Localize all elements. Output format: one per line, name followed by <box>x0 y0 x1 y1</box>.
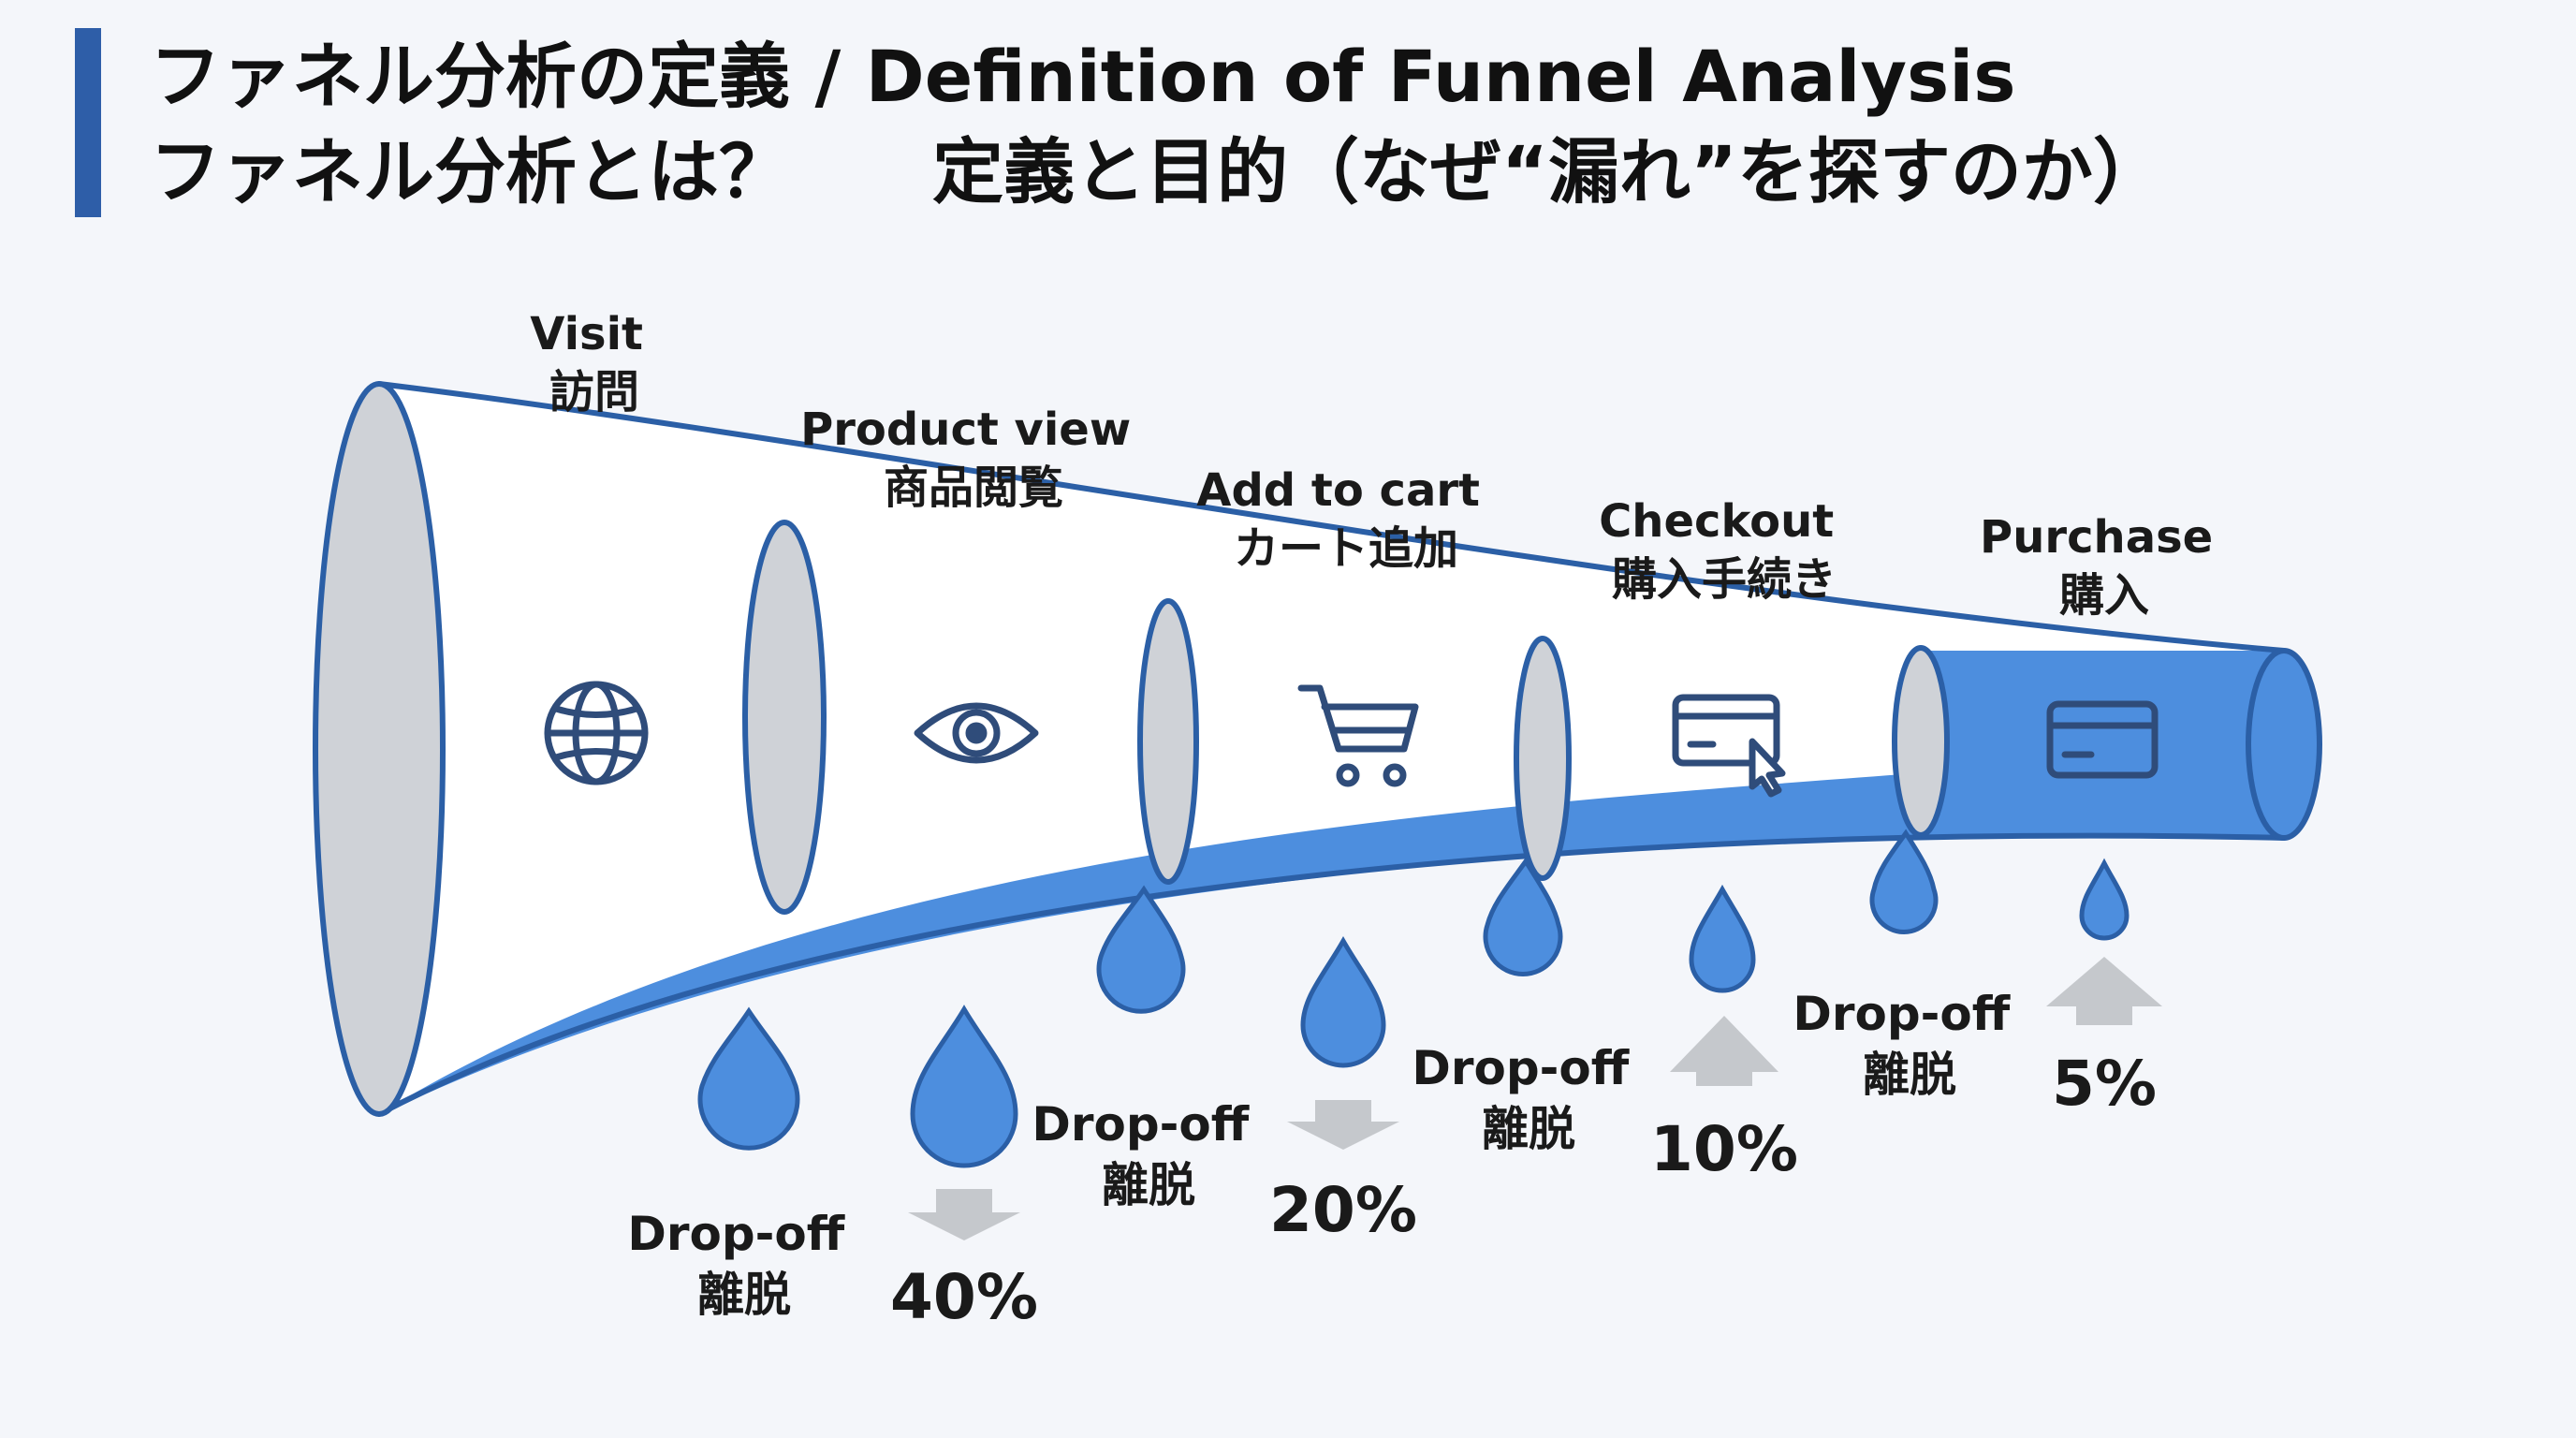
dropoff-3-label: Drop-off 離脱 <box>1412 1041 1645 1156</box>
down-arrow-1 <box>908 1189 1020 1240</box>
funnel-top-edge <box>376 381 2287 653</box>
credit-card-icon <box>2046 700 2159 779</box>
funnel-ring-2 <box>742 520 827 915</box>
drip-drop-1 <box>697 1006 800 1151</box>
stage-1-label: Visit 訪問 <box>530 308 658 418</box>
drip-drop-2 <box>1096 885 1186 1014</box>
page-subtitle: ファネル分析とは？ 定義と目的（なぜ“漏れ”を探すのか） <box>150 130 2164 213</box>
funnel-outlet <box>2246 648 2322 841</box>
dropoff-2-value: 20% <box>1269 1174 1417 1246</box>
funnel-ring-4 <box>1514 636 1572 881</box>
dropoff-3-value: 10% <box>1650 1113 1798 1185</box>
funnel-ring-5 <box>1892 645 1950 838</box>
page-title: ファネル分析の定義 / Definition of Funnel Analysi… <box>150 35 2016 118</box>
falling-drop-3 <box>1689 884 1756 993</box>
funnel-ring-3 <box>1137 598 1199 885</box>
falling-drop-4 <box>2079 858 2130 941</box>
dropoff-2-label: Drop-off 離脱 <box>1032 1097 1265 1212</box>
title-accent-bar <box>75 28 101 217</box>
dropoff-4-value: 5% <box>2052 1048 2157 1120</box>
down-arrow-4 <box>2046 957 2162 1025</box>
falling-drop-2 <box>1300 935 1386 1068</box>
stage-3-label: Add to cart カート追加 <box>1196 464 1495 575</box>
stage-5-label: Purchase 購入 <box>1980 511 2229 622</box>
down-arrow-2 <box>1287 1100 1399 1150</box>
dropoff-4-label: Drop-off 離脱 <box>1793 987 2026 1102</box>
cart-icon <box>1297 684 1419 787</box>
credit-card-click-icon <box>1672 694 1786 798</box>
dropoff-1-label: Drop-off 離脱 <box>627 1207 860 1322</box>
eye-icon <box>914 702 1039 764</box>
falling-drop-1 <box>910 1005 1018 1168</box>
dropoff-1-value: 40% <box>890 1261 1038 1333</box>
stage-2-label: Product view 商品閲覧 <box>800 404 1147 514</box>
down-arrow-3 <box>1670 1016 1778 1086</box>
stage-4-label: Checkout 購入手続き <box>1599 495 1850 606</box>
drip-drop-4 <box>1869 829 1939 934</box>
drip-drop-3 <box>1483 857 1563 976</box>
water-pipe <box>1928 651 2284 838</box>
funnel-bottom-edge <box>376 832 2287 1117</box>
globe-icon <box>544 681 649 785</box>
funnel-ring-1 <box>313 381 446 1117</box>
